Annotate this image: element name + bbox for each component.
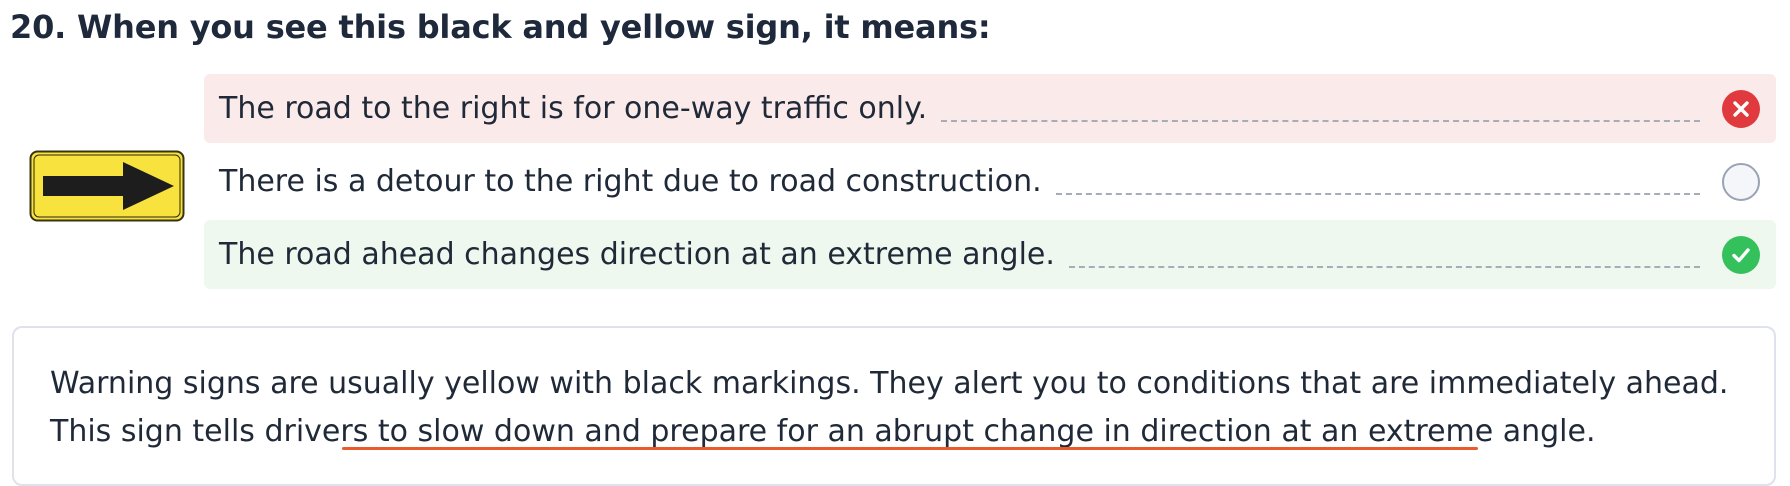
answer-option-2[interactable]: There is a detour to the right due to ro…: [204, 147, 1776, 216]
answer-option-1[interactable]: The road to the right is for one-way tra…: [204, 74, 1776, 143]
highlight-underline: [342, 447, 1478, 450]
explanation-highlight: low down and prepare for an abrupt chang…: [433, 414, 1596, 449]
check-circle-icon: [1722, 235, 1760, 274]
sign-image: [29, 150, 185, 222]
empty-circle-icon: [1722, 162, 1760, 201]
answer-option-3[interactable]: The road ahead changes direction at an e…: [204, 220, 1776, 289]
answer-option-text: The road ahead changes direction at an e…: [219, 237, 1055, 272]
answer-options: The road to the right is for one-way tra…: [204, 74, 1776, 293]
question-title: 20. When you see this black and yellow s…: [10, 8, 991, 46]
x-circle-icon: [1722, 89, 1760, 128]
explanation-text: Warning signs are usually yellow with bl…: [50, 360, 1750, 456]
dotted-leader: [941, 119, 1700, 122]
answer-option-text: The road to the right is for one-way tra…: [219, 91, 928, 126]
explanation-box: Warning signs are usually yellow with bl…: [12, 326, 1776, 486]
dotted-leader: [1055, 192, 1700, 195]
explanation-part1: Warning signs are usually yellow with bl…: [50, 366, 1729, 449]
arrow-right-sign-icon: [29, 150, 185, 222]
dotted-leader: [1068, 265, 1700, 268]
answer-option-text: There is a detour to the right due to ro…: [219, 164, 1042, 199]
